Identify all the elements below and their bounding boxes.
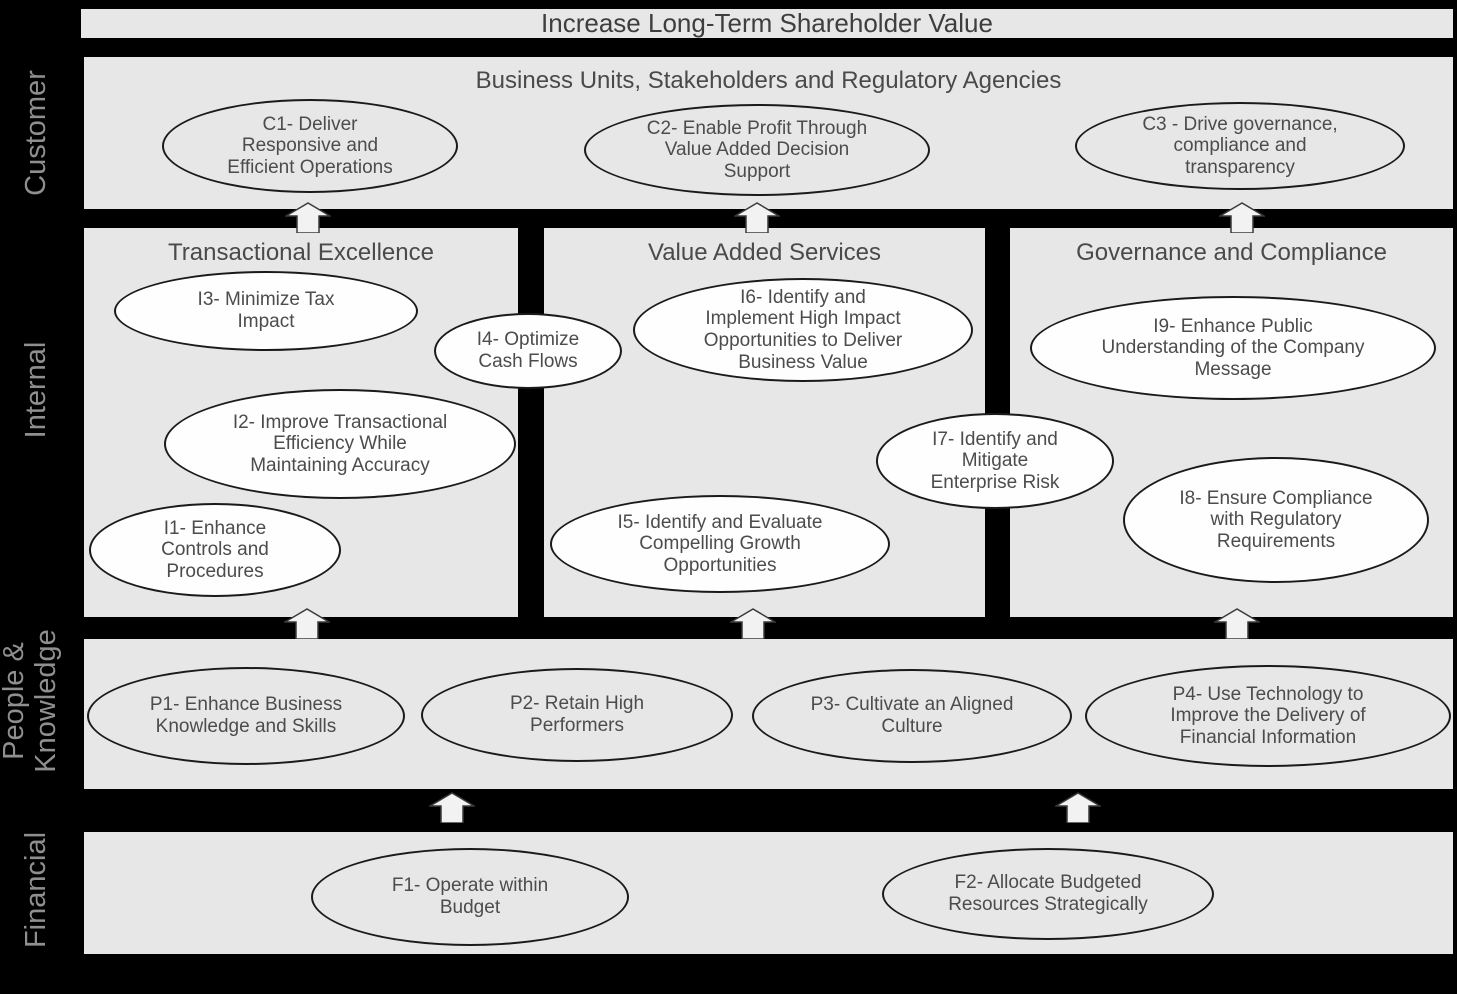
perspective-label-people-knowledge: People & Knowledge [0, 629, 62, 773]
node-i3: I3- Minimize Tax Impact [114, 271, 418, 351]
up-arrow-icon [734, 202, 780, 233]
up-arrow-icon [1219, 202, 1265, 233]
panel-title-governance-compliance: Governance and Compliance [1076, 239, 1387, 266]
node-c1: C1- Deliver Responsive and Efficient Ope… [162, 99, 458, 193]
node-i5: I5- Identify and Evaluate Compelling Gro… [550, 495, 890, 593]
perspective-label-internal: Internal [20, 341, 53, 439]
up-arrow-icon [285, 202, 331, 233]
node-i2: I2- Improve Transactional Efficiency Whi… [164, 389, 516, 499]
panel-title-value-added-services: Value Added Services [647, 239, 882, 266]
node-p4: P4- Use Technology to Improve the Delive… [1085, 665, 1451, 767]
node-p1: P1- Enhance Business Knowledge and Skill… [87, 667, 405, 765]
up-arrow-icon [1055, 792, 1101, 823]
perspective-label-financial: Financial [20, 831, 53, 949]
node-p2: P2- Retain High Performers [421, 668, 733, 762]
node-c3: C3 - Drive governance, compliance and tr… [1075, 102, 1405, 190]
node-c2: C2- Enable Profit Through Value Added De… [584, 104, 930, 196]
node-i1: I1- Enhance Controls and Procedures [89, 503, 341, 597]
panel-title-transactional-excellence: Transactional Excellence [168, 239, 434, 266]
node-i4: I4- Optimize Cash Flows [434, 313, 622, 389]
node-f1: F1- Operate within Budget [311, 848, 629, 946]
node-p3: P3- Cultivate an Aligned Culture [752, 669, 1072, 763]
perspective-label-customer: Customer [20, 70, 53, 196]
up-arrow-icon [429, 792, 475, 823]
node-i7: I7- Identify and Mitigate Enterprise Ris… [876, 413, 1114, 509]
node-i6: I6- Identify and Implement High Impact O… [633, 278, 973, 382]
up-arrow-icon [1214, 608, 1260, 639]
up-arrow-icon [284, 608, 330, 639]
top-banner-title: Increase Long-Term Shareholder Value [541, 8, 993, 38]
financial-panel [84, 832, 1453, 954]
customer-panel-header: Business Units, Stakeholders and Regulat… [475, 67, 1062, 94]
node-i9: I9- Enhance Public Understanding of the … [1030, 296, 1436, 400]
up-arrow-icon [730, 608, 776, 639]
node-f2: F2- Allocate Budgeted Resources Strategi… [882, 848, 1214, 940]
node-i8: I8- Ensure Compliance with Regulatory Re… [1123, 457, 1429, 583]
top-banner: Increase Long-Term Shareholder Value [81, 8, 1453, 38]
